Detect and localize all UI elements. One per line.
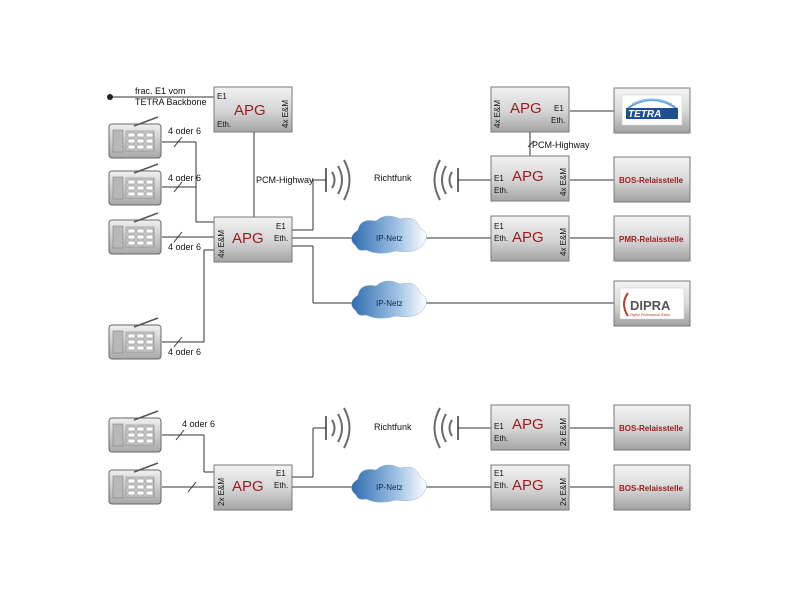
bos-relay-label: BOS-Relaisstelle bbox=[619, 484, 684, 493]
ip-netz-label: IP-Netz bbox=[376, 483, 403, 492]
apg-box: E1 APG Eth. 2x E&M bbox=[490, 464, 570, 511]
apg-box: 4x E&M APG E1 Eth. bbox=[213, 216, 293, 263]
dipra-logo-icon: DIPRA Digital Professional Radio bbox=[623, 292, 671, 317]
apg-box: E1 APG Eth. 4x E&M bbox=[490, 155, 570, 202]
apg-port-eth: Eth. bbox=[274, 234, 288, 243]
bos-relay-label: BOS-Relaisstelle bbox=[619, 176, 684, 185]
apg-port-eth: Eth. bbox=[494, 186, 508, 195]
pcm-highway-label-right: PCM-Highway bbox=[532, 140, 590, 150]
apg-title: APG bbox=[512, 168, 544, 185]
phone-device bbox=[108, 462, 162, 505]
apg-port-e1: E1 bbox=[554, 104, 564, 113]
pmr-relay-box: PMR-Relaisstelle bbox=[613, 215, 691, 262]
apg-port-e1: E1 bbox=[276, 222, 286, 231]
apg-port-e1: E1 bbox=[217, 92, 227, 101]
apg-port-e1: E1 bbox=[276, 469, 286, 478]
apg-port-em: 4x E&M bbox=[559, 168, 568, 196]
apg-port-em: 4x E&M bbox=[217, 230, 226, 258]
apg-port-em: 4x E&M bbox=[559, 228, 568, 256]
ip-cloud-icon: IP-Netz bbox=[351, 280, 427, 319]
keypad-icon bbox=[125, 424, 155, 446]
tetra-system-box: TETRA bbox=[613, 87, 691, 134]
tetra-logo-text: TETRA bbox=[628, 109, 661, 120]
apg-title: APG bbox=[234, 102, 266, 119]
apg-box: 2x E&M APG E1 Eth. bbox=[213, 464, 293, 511]
keypad-icon bbox=[125, 226, 155, 248]
apg-port-e1: E1 bbox=[494, 422, 504, 431]
apg-port-em: 4x E&M bbox=[281, 100, 290, 128]
keypad-icon bbox=[125, 177, 155, 199]
apg-title: APG bbox=[512, 477, 544, 494]
pmr-relay-label: PMR-Relaisstelle bbox=[619, 235, 684, 244]
radio-antenna-icon bbox=[325, 407, 351, 449]
connection-lines bbox=[110, 96, 614, 493]
apg-box: E1 APG Eth. 4x E&M bbox=[213, 86, 293, 133]
line-count-label: 4 oder 6 bbox=[168, 242, 201, 252]
ip-netz-label: IP-Netz bbox=[376, 234, 403, 243]
ip-netz-label: IP-Netz bbox=[376, 299, 403, 308]
radio-antenna-icon bbox=[433, 407, 459, 449]
apg-port-em: 4x E&M bbox=[493, 100, 502, 128]
radio-antenna-icon bbox=[433, 159, 459, 201]
apg-box: E1 APG Eth. 2x E&M bbox=[490, 404, 570, 451]
ip-cloud-icon: IP-Netz bbox=[351, 464, 427, 503]
apg-box: E1 APG Eth. 4x E&M bbox=[490, 215, 570, 262]
richtfunk-label-bottom: Richtfunk bbox=[374, 422, 412, 432]
apg-port-eth: Eth. bbox=[494, 481, 508, 490]
line-count-label: 4 oder 6 bbox=[168, 173, 201, 183]
apg-port-eth: Eth. bbox=[274, 481, 288, 490]
bos-relay-box: BOS-Relaisstelle bbox=[613, 464, 691, 511]
bos-relay-box: BOS-Relaisstelle bbox=[613, 404, 691, 451]
bos-relay-box: BOS-Relaisstelle bbox=[613, 156, 691, 203]
backbone-endpoint bbox=[107, 94, 113, 100]
phone-device bbox=[108, 116, 162, 159]
apg-title: APG bbox=[232, 230, 264, 247]
line-count-label: 4 oder 6 bbox=[168, 347, 201, 357]
apg-port-eth: Eth. bbox=[217, 120, 231, 129]
phone-device bbox=[108, 212, 162, 255]
dipra-system-box: DIPRA Digital Professional Radio bbox=[613, 280, 691, 327]
phone-device bbox=[108, 410, 162, 453]
keypad-icon bbox=[125, 331, 155, 353]
apg-port-eth: Eth. bbox=[551, 116, 565, 125]
apg-port-eth: Eth. bbox=[494, 234, 508, 243]
apg-title: APG bbox=[232, 478, 264, 495]
radio-antenna-icon bbox=[325, 159, 351, 201]
line-count-label: 4 oder 6 bbox=[182, 419, 215, 429]
apg-port-em: 2x E&M bbox=[559, 418, 568, 446]
apg-port-e1: E1 bbox=[494, 174, 504, 183]
backbone-label-line1: frac. E1 vom bbox=[135, 86, 186, 96]
apg-port-em: 2x E&M bbox=[559, 478, 568, 506]
keypad-icon bbox=[125, 130, 155, 152]
tetra-logo-icon: TETRA bbox=[626, 98, 678, 120]
phone-device bbox=[108, 317, 162, 360]
bos-relay-label: BOS-Relaisstelle bbox=[619, 424, 684, 433]
pcm-highway-label: PCM-Highway bbox=[256, 175, 314, 185]
keypad-icon bbox=[125, 476, 155, 498]
apg-port-e1: E1 bbox=[494, 469, 504, 478]
apg-port-eth: Eth. bbox=[494, 434, 508, 443]
apg-title: APG bbox=[512, 416, 544, 433]
phone-device bbox=[108, 163, 162, 206]
apg-title: APG bbox=[512, 229, 544, 246]
apg-box: 4x E&M APG E1 Eth. bbox=[490, 86, 570, 133]
line-count-label: 4 oder 6 bbox=[168, 126, 201, 136]
apg-title: APG bbox=[510, 100, 542, 117]
dipra-logo-subtitle: Digital Professional Radio bbox=[630, 313, 670, 317]
richtfunk-label: Richtfunk bbox=[374, 173, 412, 183]
backbone-label-line2: TETRA Backbone bbox=[135, 97, 207, 107]
apg-port-e1: E1 bbox=[494, 222, 504, 231]
dipra-logo-text: DIPRA bbox=[630, 298, 671, 313]
apg-port-em: 2x E&M bbox=[217, 478, 226, 506]
ip-cloud-icon: IP-Netz bbox=[351, 215, 427, 254]
